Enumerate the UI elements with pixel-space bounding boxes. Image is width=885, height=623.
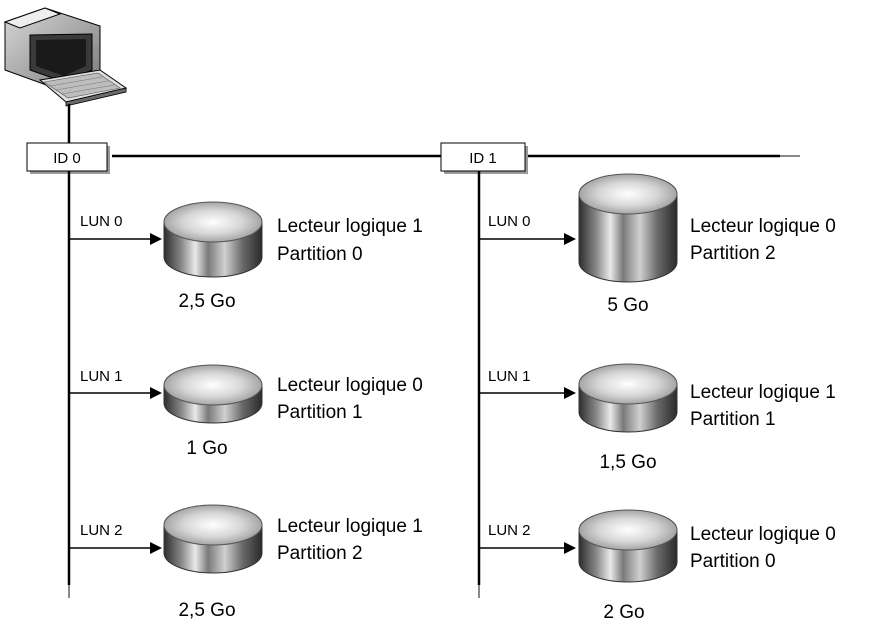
logical-drive: Lecteur logique 0 (690, 216, 836, 237)
disk-size: 1,5 Go (599, 452, 656, 473)
disk-cylinder-icon (578, 173, 678, 283)
logical-drive: Lecteur logique 0 (690, 524, 836, 545)
lun-label: LUN 0 (488, 213, 531, 230)
disk-size: 1 Go (186, 438, 227, 459)
disk-cylinder-icon (578, 509, 678, 583)
id-box (26, 142, 108, 172)
lun-2: LUN 2 2,5 Go Lecteur logique 1 Partition… (69, 504, 423, 621)
disk-size: 2,5 Go (178, 600, 235, 621)
host-computer (3, 7, 128, 146)
logical-drive: Lecteur logique 0 (277, 375, 423, 396)
id-label: ID 1 (469, 150, 497, 167)
target-id1: ID 1 LUN 0 5 Go Lecteur logique 0 Partit… (440, 142, 836, 623)
id-box (440, 142, 526, 172)
logical-drive: Lecteur logique 1 (277, 516, 423, 537)
lun-0: LUN 0 2,5 Go Lecteur logique 1 Partition… (69, 201, 423, 312)
id-label: ID 0 (53, 150, 81, 167)
disk-size: 5 Go (607, 295, 648, 316)
disk-cylinder-icon (578, 363, 678, 433)
computer-icon (3, 7, 128, 107)
lun-1: LUN 1 1,5 Go Lecteur logique 1 Partition… (479, 363, 836, 473)
lun-label: LUN 2 (488, 522, 531, 539)
disk-size: 2,5 Go (178, 291, 235, 312)
arrowhead (564, 233, 576, 245)
arrowhead (150, 542, 162, 554)
disk-cylinder-icon (163, 364, 263, 424)
disk-size: 2 Go (603, 602, 644, 623)
partition: Partition 2 (277, 543, 363, 564)
partition: Partition 0 (690, 551, 776, 572)
partition: Partition 0 (277, 244, 363, 265)
lun-1: LUN 1 1 Go Lecteur logique 0 Partition 1 (69, 364, 423, 459)
arrowhead (150, 387, 162, 399)
arrowhead (150, 233, 162, 245)
disk-cylinder-icon (163, 504, 263, 574)
logical-drive: Lecteur logique 1 (277, 216, 423, 237)
lun-label: LUN 2 (80, 522, 123, 539)
partition: Partition 2 (690, 243, 776, 264)
logical-drive: Lecteur logique 1 (690, 382, 836, 403)
arrowhead (564, 387, 576, 399)
target-id0: ID 0 LUN 0 2,5 Go Lecteur logique 1 Part… (26, 142, 423, 621)
disk-cylinder-icon (163, 201, 263, 278)
lun-2: LUN 2 2 Go Lecteur logique 0 Partition 0 (479, 509, 836, 623)
arrowhead (564, 542, 576, 554)
lun-0: LUN 0 5 Go Lecteur logique 0 Partition 2 (479, 173, 836, 316)
lun-label: LUN 0 (80, 213, 123, 230)
lun-label: LUN 1 (80, 368, 123, 385)
partition: Partition 1 (277, 402, 363, 423)
partition: Partition 1 (690, 409, 776, 430)
lun-label: LUN 1 (488, 368, 531, 385)
